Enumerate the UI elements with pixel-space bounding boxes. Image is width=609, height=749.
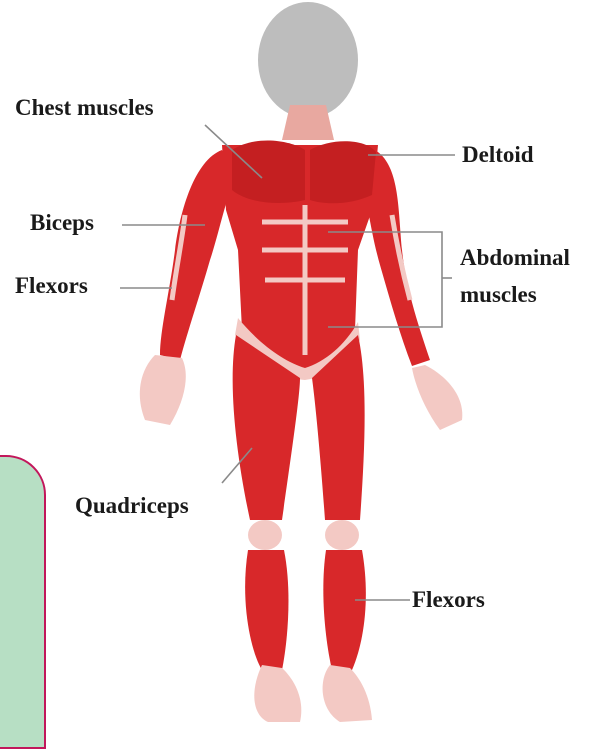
label-biceps: Biceps [30,210,94,236]
label-chest-muscles: Chest muscles [15,95,154,121]
label-deltoid: Deltoid [462,142,534,168]
head [258,2,358,140]
right-arm [360,150,462,430]
label-abdominal-muscles: muscles [460,282,537,308]
label-flexors-arm: Flexors [15,273,88,299]
right-leg [312,335,372,722]
label-abdominal: Abdominal [460,245,570,271]
left-leg [233,335,302,722]
label-flexors-leg: Flexors [412,587,485,613]
label-quadriceps: Quadriceps [75,493,189,519]
